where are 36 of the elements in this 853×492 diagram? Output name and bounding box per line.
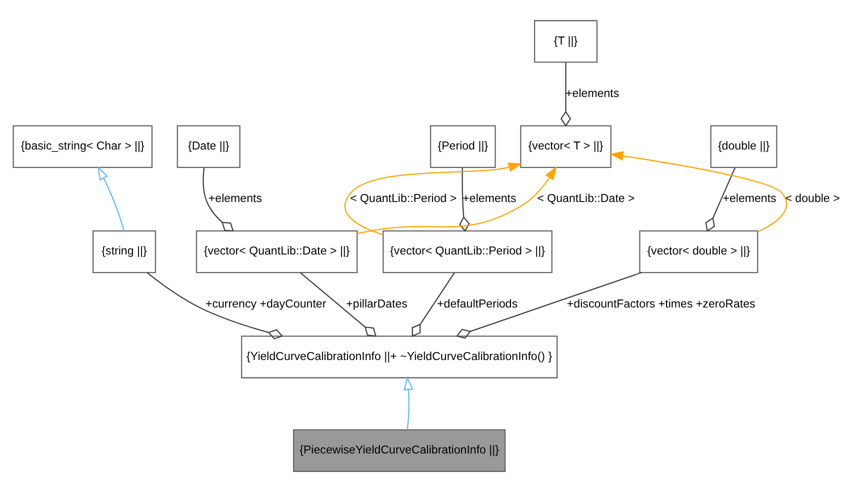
edge-label: +elements <box>208 193 262 206</box>
edge-label: +pillarDates <box>346 298 408 310</box>
connector <box>300 272 377 337</box>
node-box: {basic_string< Char > ||} <box>12 125 153 168</box>
edge-label: < QuantLib::Date > <box>537 193 635 206</box>
node-box: {PiecewiseYieldCurveCalibrationInfo ||} <box>293 429 506 472</box>
node-box: {vector< double > ||} <box>639 230 758 274</box>
connector <box>456 272 642 339</box>
edge-label: < double > <box>785 193 840 206</box>
node-box: {double ||} <box>710 125 778 168</box>
arrow <box>357 166 557 234</box>
edge-label: +elements <box>566 88 620 100</box>
arrow <box>98 166 125 231</box>
edge-label: +currency +dayCounter <box>206 298 326 310</box>
connector <box>146 272 284 340</box>
node-box: {string ||} <box>92 230 156 274</box>
node-box: {vector< QuantLib::Date > ||} <box>196 230 358 274</box>
node-box: {vector< T > ||} <box>520 125 612 168</box>
edge-label: +elements <box>462 193 516 206</box>
arrow <box>344 162 522 236</box>
node-box: {vector< QuantLib::Period > ||} <box>382 230 552 274</box>
node-box: {Date ||} <box>176 125 240 168</box>
connector <box>202 168 234 232</box>
edge-label: +elements <box>722 193 776 206</box>
edge-label: < QuantLib::Period > <box>350 193 457 206</box>
connector <box>705 167 736 232</box>
connector <box>459 168 470 232</box>
node-box: {Period ||} <box>430 125 496 168</box>
arrow <box>610 151 788 232</box>
node-box: {YieldCurveCalibrationInfo ||+ ~YieldCurveCalibrationInfo() } <box>241 336 558 378</box>
arrow <box>404 376 414 430</box>
edge-label: +defaultPeriods <box>437 298 518 310</box>
connector <box>560 62 572 127</box>
connector <box>412 272 455 337</box>
node-box: {T ||} <box>534 20 598 63</box>
edge-label: +discountFactors +times +zeroRates <box>566 298 756 310</box>
